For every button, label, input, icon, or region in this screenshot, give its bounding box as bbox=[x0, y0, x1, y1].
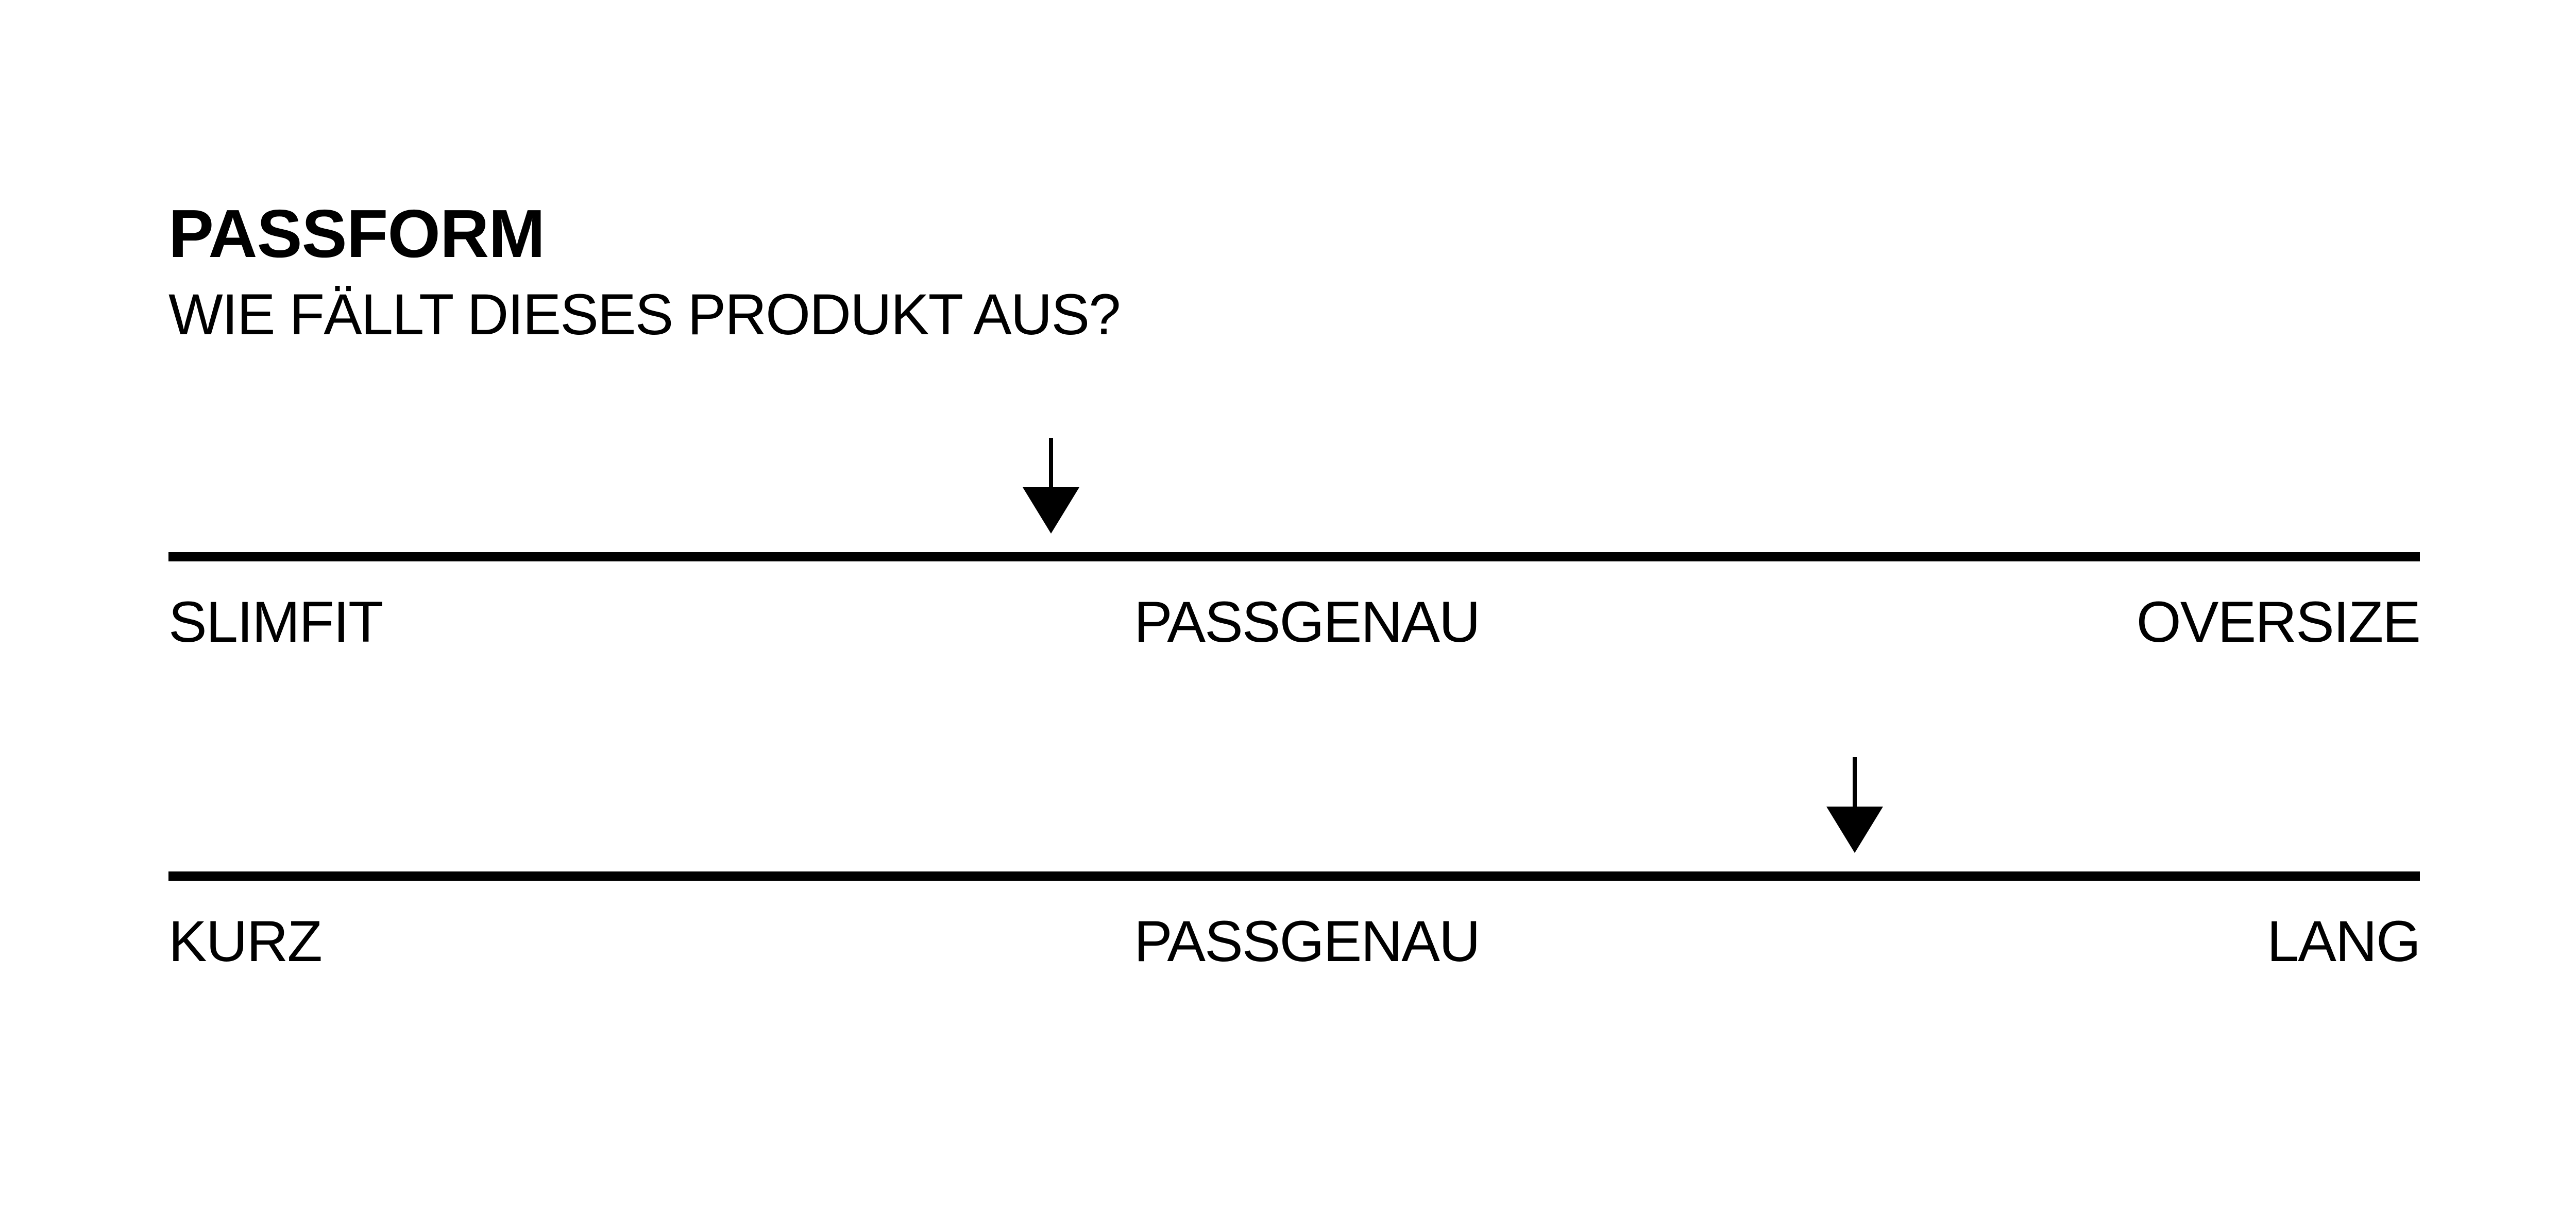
fit-length-label-left: KURZ bbox=[168, 909, 323, 973]
fit-length-scale: KURZ PASSGENAU LANG bbox=[168, 757, 2421, 973]
fit-width-scale: SLIMFIT PASSGENAU OVERSIZE bbox=[168, 438, 2421, 654]
arrow-down-icon bbox=[1826, 757, 1884, 853]
fit-length-label-center: PASSGENAU bbox=[1134, 909, 1481, 973]
fit-width-indicator bbox=[1023, 438, 1080, 534]
fit-width-scale-line bbox=[168, 552, 2420, 561]
fit-subtitle: WIE FÄLLT DIESES PRODUKT AUS? bbox=[168, 282, 1121, 347]
fit-width-label-left: SLIMFIT bbox=[168, 590, 383, 654]
fit-title: PASSFORM bbox=[168, 196, 545, 271]
arrow-down-icon bbox=[1023, 438, 1080, 534]
fit-width-label-center: PASSGENAU bbox=[1134, 590, 1481, 654]
fit-width-label-right: OVERSIZE bbox=[2136, 590, 2421, 654]
fit-length-label-right: LANG bbox=[2267, 909, 2421, 973]
fit-length-indicator bbox=[1826, 757, 1884, 853]
fit-length-scale-line bbox=[168, 871, 2420, 881]
